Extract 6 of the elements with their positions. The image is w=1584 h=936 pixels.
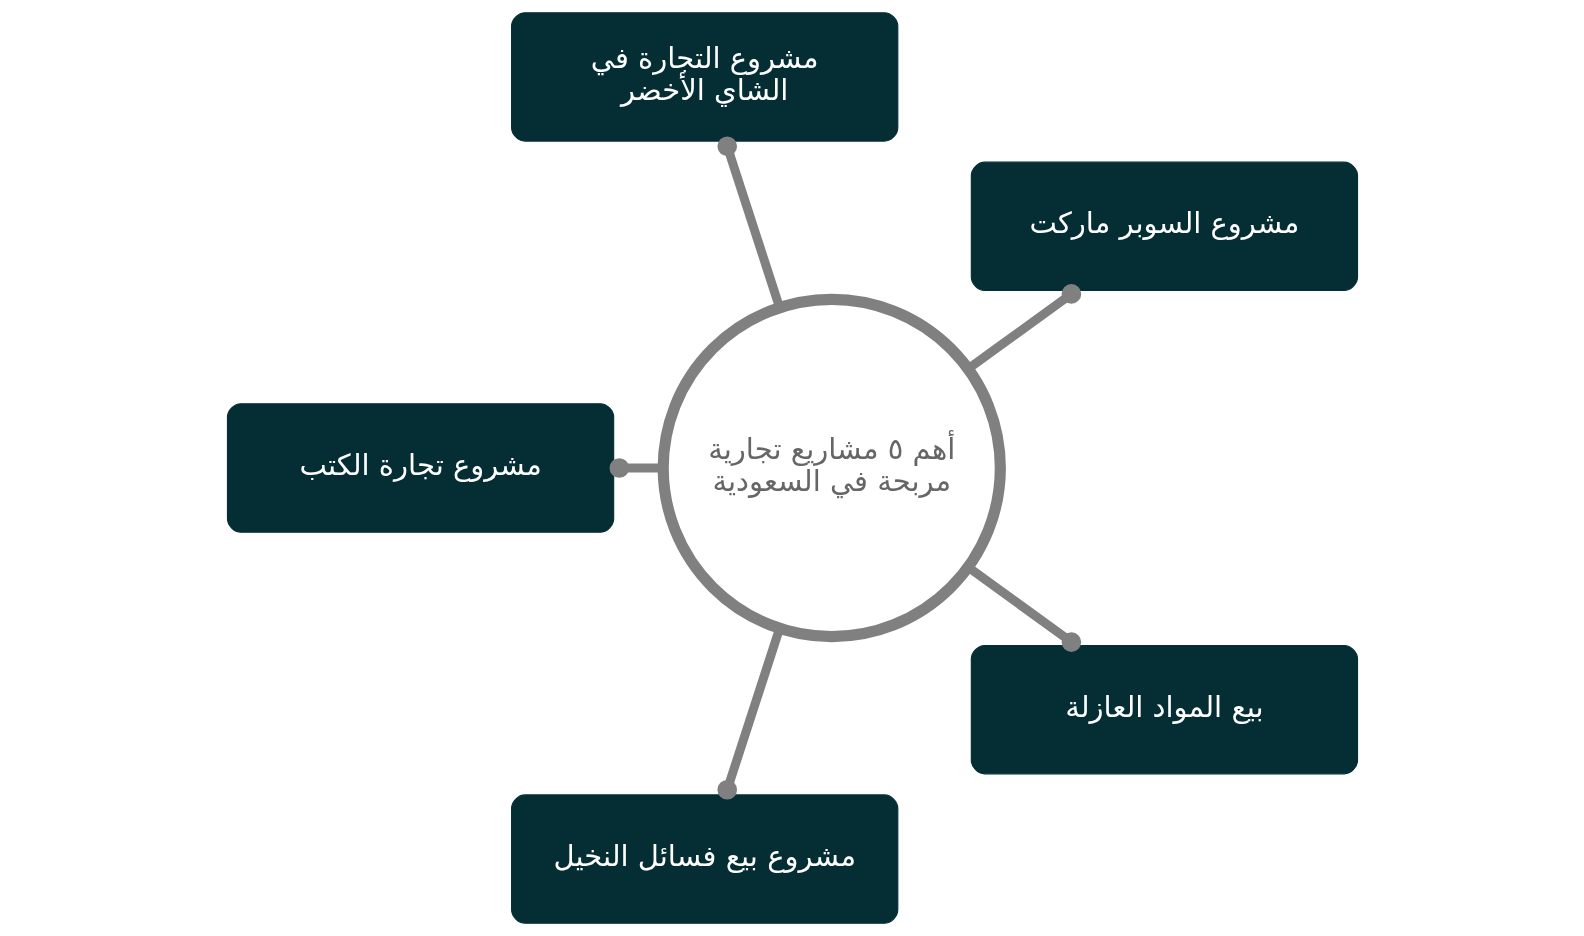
node-box: مشروع السوبر ماركت (970, 161, 1358, 292)
node-box: بيع المواد العازلة (970, 644, 1358, 775)
node-box: مشروع تجارة الكتب (226, 403, 614, 533)
node-circle: أهم ٥ مشاريع تجارية مربحة في السعودية (657, 293, 1006, 643)
node-box: مشروع التجارة في الشاي الأخضر (510, 12, 898, 142)
node-box: مشروع بيع فسائل النخيل (510, 794, 898, 924)
